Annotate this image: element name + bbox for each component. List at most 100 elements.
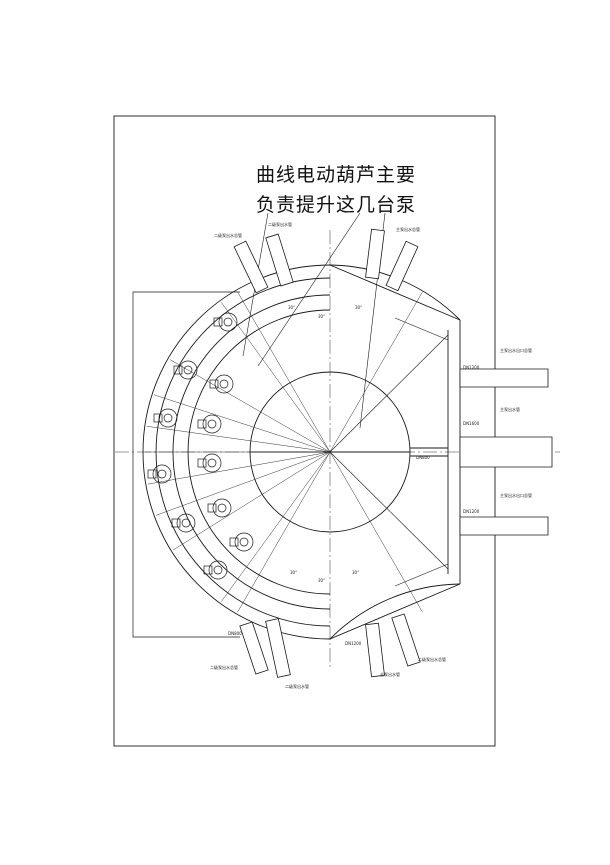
angle-label: 30° (352, 570, 359, 575)
pump-motor (171, 518, 181, 528)
pipe-label: 二级泵出水管 (285, 683, 309, 689)
pipe-segment (365, 228, 385, 280)
dim-label: DN1200 (345, 641, 362, 646)
pump-unit (147, 464, 172, 484)
pipes (233, 228, 553, 678)
annotation-leaders (242, 212, 386, 429)
angle-labels: 30° 30° 30° 30° 30° 30° (288, 305, 362, 583)
pipe-label: 主泵出水管 (380, 671, 400, 677)
pump-motor (153, 413, 163, 423)
pump-motor (173, 365, 183, 375)
pipe-segment (233, 240, 269, 294)
pump-impeller (157, 469, 167, 479)
pump-impeller (207, 419, 217, 429)
pump-motor (147, 469, 157, 479)
dim-label: DN1600 (463, 421, 480, 426)
radial-line (329, 291, 423, 453)
sheet-frame (113, 115, 496, 747)
pipe-segment (365, 622, 385, 678)
pump-impeller (181, 518, 191, 528)
pump-casing (158, 408, 178, 428)
pump-casing (202, 453, 222, 473)
radial-line (221, 302, 331, 453)
pump-motor (207, 503, 217, 513)
pump-unit (207, 498, 232, 518)
dimension-labels: DN1200 DN1600 DN1200 DN800 DN800 DN1200 (228, 365, 480, 646)
pump-unit (209, 374, 234, 394)
pipe-segment (391, 613, 421, 667)
radial-line (329, 451, 423, 613)
radial-line (169, 359, 331, 453)
pump-impeller (183, 365, 193, 375)
angle-label: 30° (290, 570, 297, 575)
pump-unit (173, 360, 198, 380)
pipe-label: 二级泵出水总管 (418, 656, 446, 662)
pump-unit (229, 532, 254, 552)
pipe-label-group: 二级泵出水总管 二级泵出水管 主泵出水总管 主泵出水出口总管 主泵出水管 主泵出… (210, 221, 532, 689)
pump-impeller (239, 537, 249, 547)
dim-label: DN1200 (463, 365, 480, 370)
pump-casing (178, 360, 198, 380)
pipe-segment (459, 436, 553, 468)
pipe-label: 主泵出水管 (500, 406, 520, 412)
pump-casing (212, 498, 232, 518)
radial-line (221, 451, 331, 602)
radial-line (147, 451, 331, 485)
pump-unit (203, 560, 228, 580)
pump-unit (171, 513, 196, 533)
radial-line (153, 394, 331, 453)
pump-impeller (207, 458, 217, 468)
pipe-label: 二级泵出水总管 (214, 232, 242, 238)
left-bracket (132, 291, 240, 638)
angle-label: 30° (355, 305, 362, 310)
pump-casing (152, 464, 172, 484)
pump-motor (229, 537, 239, 547)
pump-motor (197, 458, 207, 468)
pump-motor (213, 317, 223, 327)
pipe-segment (459, 368, 549, 388)
pump-casing (234, 532, 254, 552)
radial-line (172, 451, 331, 551)
pipe-label: 主泵出水总管 (396, 226, 420, 232)
pipe-segment (265, 618, 291, 678)
annotation-line-2: 负责提升这几台泵 (255, 194, 416, 216)
pipe-segment (265, 233, 294, 287)
angle-label: 30° (318, 314, 325, 319)
pump-motor (197, 419, 207, 429)
radial-line (156, 451, 331, 516)
pump-group (147, 312, 254, 580)
radial-line (146, 426, 331, 453)
pipe-label: 二级泵出水管 (268, 221, 292, 227)
angle-label: 30° (288, 305, 295, 310)
pump-casing (202, 414, 222, 434)
pump-casing (208, 560, 228, 580)
pump-impeller (223, 317, 233, 327)
pump-casing (218, 312, 238, 332)
pump-unit (197, 414, 222, 434)
radial-line (237, 291, 331, 453)
dim-label: DN800 (416, 455, 430, 460)
pump-unit (153, 408, 178, 428)
pipe-segment (239, 621, 269, 675)
pump-unit (197, 453, 222, 473)
pipe-label: 主泵出水出口总管 (500, 347, 532, 353)
diagonal-guides (329, 317, 449, 587)
pump-unit (213, 312, 238, 332)
radial-lines (145, 291, 423, 613)
pump-casing (176, 513, 196, 533)
pump-impeller (219, 379, 229, 389)
pump-impeller (217, 503, 227, 513)
dim-label: DN1200 (463, 509, 480, 514)
radial-line (237, 451, 331, 613)
annotation-line-1: 曲线电动葫芦主要 (255, 164, 416, 186)
pump-motor (209, 379, 219, 389)
pipe-label: 二级泵出水总管 (210, 664, 238, 670)
pump-motor (203, 565, 213, 575)
pipe-segment (459, 516, 549, 536)
pipe-segment (385, 240, 419, 292)
angle-label: 30° (318, 578, 325, 583)
pump-impeller (213, 565, 223, 575)
pipe-label: 主泵出水出口总管 (500, 492, 532, 498)
